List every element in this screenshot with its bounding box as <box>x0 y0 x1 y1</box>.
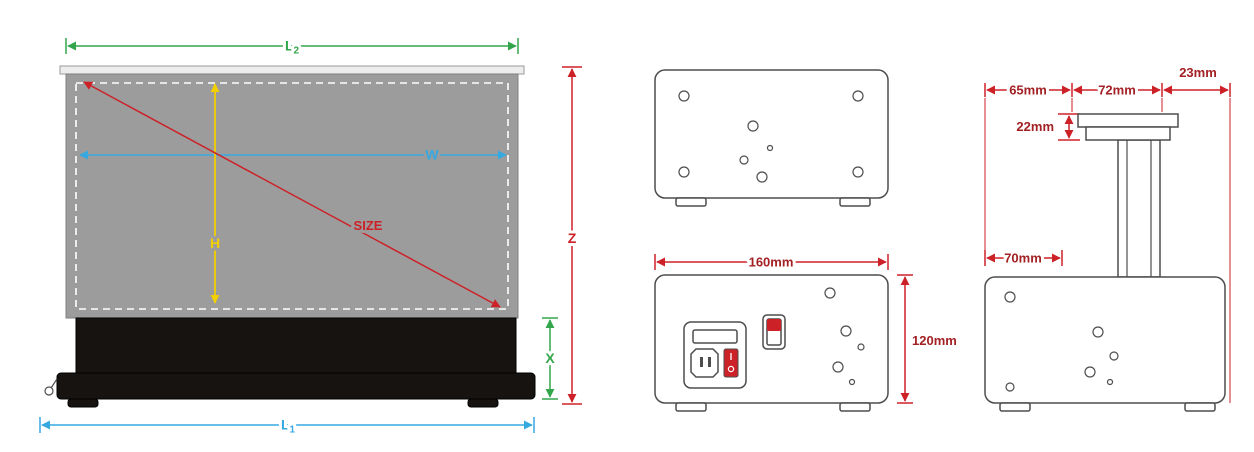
dim-160: 160mm <box>654 252 889 273</box>
foot-right <box>467 398 499 408</box>
side-view-base <box>984 276 1226 404</box>
base-housing <box>75 317 517 374</box>
dim-23-label: 23mm <box>1179 65 1217 80</box>
mounting-hole <box>857 343 865 351</box>
pull-tab-line <box>50 378 58 389</box>
mounting-hole <box>739 155 749 165</box>
dim-160-label: 160mm <box>749 255 794 270</box>
dim-z: Z <box>562 66 582 405</box>
foot-left <box>67 398 99 408</box>
dim-size-label: SIZE <box>354 218 383 233</box>
mounting-hole <box>1005 382 1015 392</box>
foot-left <box>675 197 707 207</box>
top-cap-bar <box>1077 113 1179 128</box>
mounting-hole <box>824 287 836 299</box>
switch-off-mark <box>727 365 735 373</box>
mounting-hole <box>1106 378 1114 386</box>
foot-right <box>839 197 871 207</box>
base-bottom-bar <box>56 372 536 400</box>
dim-w-label: W <box>425 147 439 163</box>
main-power-switch <box>723 348 739 378</box>
dim-x: X <box>542 317 558 400</box>
foot-right <box>839 402 871 412</box>
mounting-hole <box>1004 291 1016 303</box>
mounting-hole <box>678 166 690 178</box>
dim-l1-label: L1 <box>281 417 296 436</box>
screen-surface <box>65 73 519 319</box>
mounting-hole <box>852 166 864 178</box>
power-inlet-module <box>683 321 747 389</box>
top-cap-step <box>1085 126 1171 141</box>
dim-z-label: Z <box>568 230 577 246</box>
dim-72-label: 72mm <box>1098 83 1136 98</box>
rocker-switch <box>762 314 786 350</box>
top-view-body <box>654 69 889 199</box>
dim-22: 22mm <box>1016 113 1080 141</box>
foot-right <box>1184 402 1216 412</box>
dim-l2: L2 <box>65 35 519 60</box>
fuse-drawer <box>692 329 738 344</box>
dim-top-chain: 65mm 72mm 23mm <box>984 65 1231 101</box>
mounting-hole <box>832 361 844 373</box>
mounting-hole <box>848 378 856 386</box>
dim-70: 70mm <box>984 248 1063 269</box>
ac-socket <box>690 348 719 378</box>
mounting-hole <box>1109 351 1119 361</box>
mounting-hole <box>678 90 690 102</box>
dim-h-label: H <box>210 235 220 251</box>
socket-pin-slot <box>708 357 711 367</box>
mounting-hole <box>840 325 852 337</box>
mounting-hole <box>766 144 774 152</box>
support-column <box>1117 139 1161 278</box>
rear-view: 160mm <box>654 252 957 412</box>
dim-70-label: 70mm <box>1004 251 1042 266</box>
mounting-hole <box>747 120 759 132</box>
dim-120-label: 120mm <box>912 333 957 348</box>
foot-left <box>675 402 707 412</box>
dim-120: 120mm <box>897 274 957 404</box>
pull-tab-ring <box>44 386 54 396</box>
screen-top-lip <box>59 65 525 75</box>
socket-pin-slot <box>700 357 703 367</box>
mounting-hole <box>1084 366 1096 378</box>
dim-l2-label: L2 <box>285 38 300 57</box>
dim-x-label: X <box>545 350 555 366</box>
dim-l1: L1 <box>39 414 535 439</box>
dim-22-label: 22mm <box>1016 119 1054 134</box>
mounting-hole <box>852 90 864 102</box>
foot-left <box>999 402 1031 412</box>
front-view: L2 W H SIZE Z X <box>39 35 582 439</box>
dim-size-line <box>83 81 501 308</box>
mounting-hole <box>1092 326 1104 338</box>
dim-size: SIZE <box>83 81 501 308</box>
mounting-hole <box>756 171 768 183</box>
rocker-switch-red <box>767 319 781 331</box>
top-view <box>654 69 889 207</box>
side-view: 65mm 72mm 23mm 22mm 70mm <box>984 65 1231 412</box>
dim-65-label: 65mm <box>1009 83 1047 98</box>
